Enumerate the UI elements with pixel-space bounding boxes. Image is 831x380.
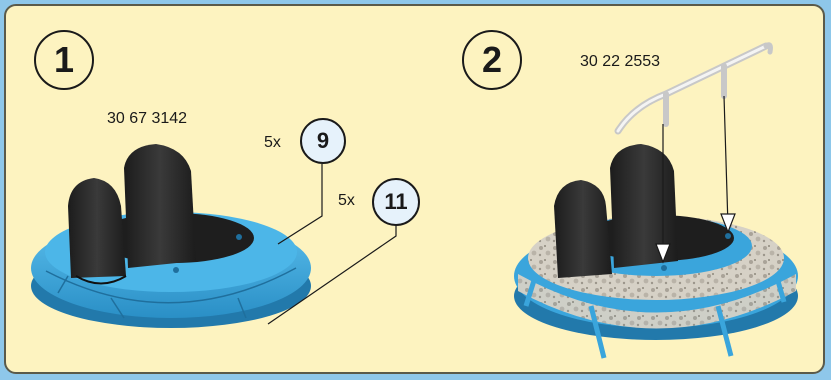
callout-11-badge: 11: [372, 178, 420, 226]
handle-bar-part: [614, 42, 773, 135]
instruction-panel: 1 30 67 3142 5x 9 5x 11 2 30 22 2553: [4, 4, 825, 374]
instruction-illustration: [31, 42, 798, 359]
callout-11-quantity: 5x: [338, 192, 355, 209]
step-number-1: 1: [34, 30, 94, 90]
step-number-2: 2: [462, 30, 522, 90]
bumper-car-step2: [514, 144, 798, 359]
part-number-step1: 30 67 3142: [107, 110, 188, 127]
bumper-car-step1: [31, 144, 311, 328]
part-number-step2: 30 22 2553: [580, 53, 661, 70]
callout-9-badge: 9: [300, 118, 346, 164]
callout-9-quantity: 5x: [264, 134, 281, 151]
